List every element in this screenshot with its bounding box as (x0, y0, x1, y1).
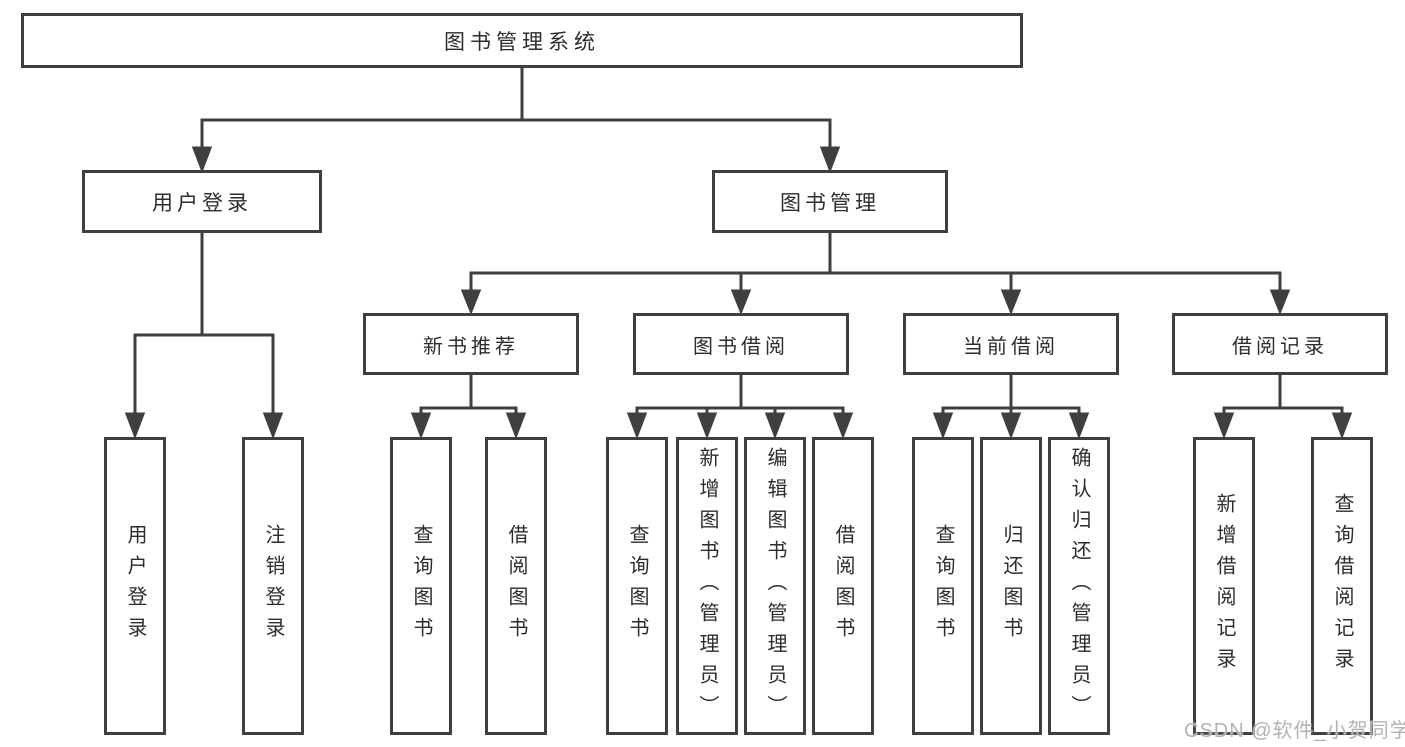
leaf-borrow-book-recommend: 借阅图书 (485, 437, 547, 735)
leaf-query-book-borrow: 查询图书 (606, 437, 668, 735)
node-label: 借阅记录 (1232, 335, 1328, 358)
node-user-login: 用户登录 (82, 170, 322, 233)
node-label: 查询图书 (626, 524, 648, 648)
node-label: 借阅图书 (505, 524, 527, 648)
node-book-management: 图书管理 (712, 170, 948, 233)
node-label: 归还图书 (1000, 524, 1022, 648)
leaf-return-book: 归还图书 (980, 437, 1042, 735)
leaf-borrow-book: 借阅图书 (812, 437, 874, 735)
node-label: 借阅图书 (832, 524, 854, 648)
leaf-edit-book-admin: 编辑图书（管理员） (744, 437, 806, 735)
node-label: 查询借阅记录 (1331, 493, 1353, 679)
csdn-watermark: CSDN @软件_小贺同学 (1184, 720, 1405, 742)
leaf-add-borrow-record: 新增借阅记录 (1193, 437, 1255, 735)
node-label: 新增图书（管理员） (696, 446, 718, 726)
node-label: 用户登录 (152, 191, 252, 215)
node-label: 图书借阅 (693, 335, 789, 358)
leaf-confirm-return-admin: 确认归还（管理员） (1048, 437, 1110, 735)
leaf-query-borrow-record: 查询借阅记录 (1311, 437, 1373, 735)
leaf-add-book-admin: 新增图书（管理员） (676, 437, 738, 735)
node-label: 查询图书 (932, 524, 954, 648)
node-label: 新增借阅记录 (1213, 493, 1235, 679)
leaf-logout: 注销登录 (242, 437, 304, 735)
node-label: 查询图书 (410, 524, 432, 648)
node-current-borrow: 当前借阅 (903, 313, 1119, 375)
node-label: 图书管理 (780, 191, 880, 215)
leaf-query-book-current: 查询图书 (912, 437, 974, 735)
node-label: 新书推荐 (423, 335, 519, 358)
node-label: 用户登录 (124, 524, 146, 648)
leaf-user-login: 用户登录 (104, 437, 166, 735)
node-new-book-recommend: 新书推荐 (363, 313, 579, 375)
node-label: 编辑图书（管理员） (764, 446, 786, 726)
node-label: 注销登录 (262, 524, 284, 648)
node-book-borrow: 图书借阅 (633, 313, 849, 375)
node-label: 确认归还（管理员） (1068, 446, 1090, 726)
node-root: 图书管理系统 (21, 13, 1023, 68)
node-label: 当前借阅 (963, 335, 1059, 358)
node-label: 图书管理系统 (444, 30, 600, 54)
leaf-query-book-recommend: 查询图书 (390, 437, 452, 735)
node-borrow-record: 借阅记录 (1172, 313, 1388, 375)
